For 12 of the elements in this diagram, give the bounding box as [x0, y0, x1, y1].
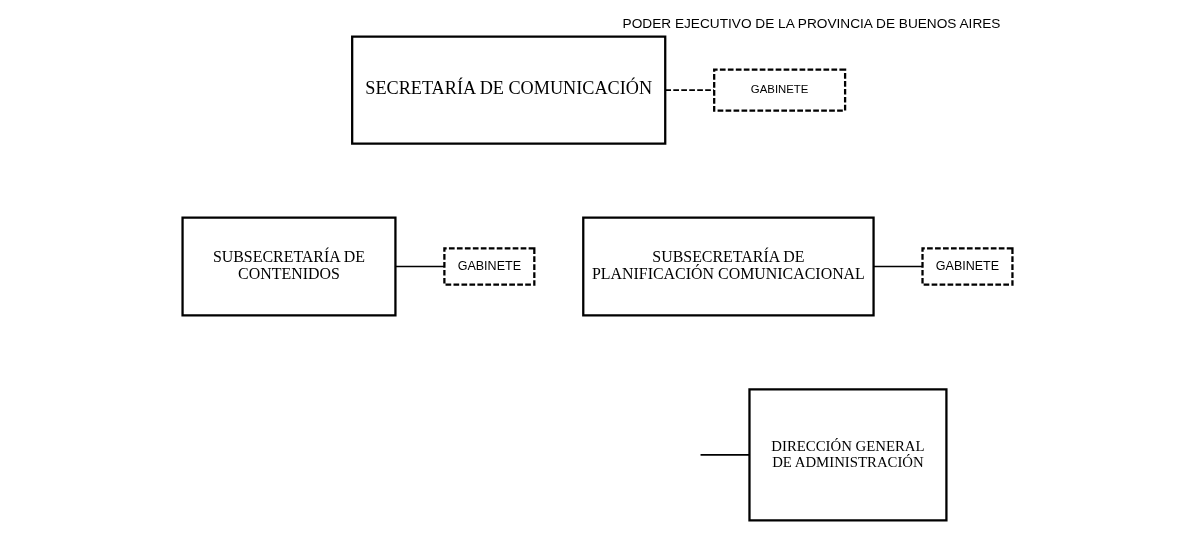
node-box: SUBSECRETARÍA DE CONTENIDOS	[180, 216, 397, 317]
connector	[394, 265, 445, 268]
node-box: DIRECCIÓN GENERAL DE ADMINISTRACIÓN	[747, 388, 948, 522]
connector	[699, 454, 750, 456]
connector	[664, 89, 715, 91]
diagram-title: PODER EJECUTIVO DE LA PROVINCIA DE BUENOS AIRES	[622, 16, 1000, 32]
node-box: SUBSECRETARÍA DE PLANIFICACIÓN COMUNICACIONAL	[581, 216, 875, 317]
node-box: GABINETE	[712, 68, 846, 112]
node-box: GABINETE	[442, 247, 535, 286]
node-box: GABINETE	[920, 247, 1014, 286]
node-box: SECRETARÍA DE COMUNICACIÓN	[350, 35, 666, 145]
connector	[872, 265, 923, 268]
